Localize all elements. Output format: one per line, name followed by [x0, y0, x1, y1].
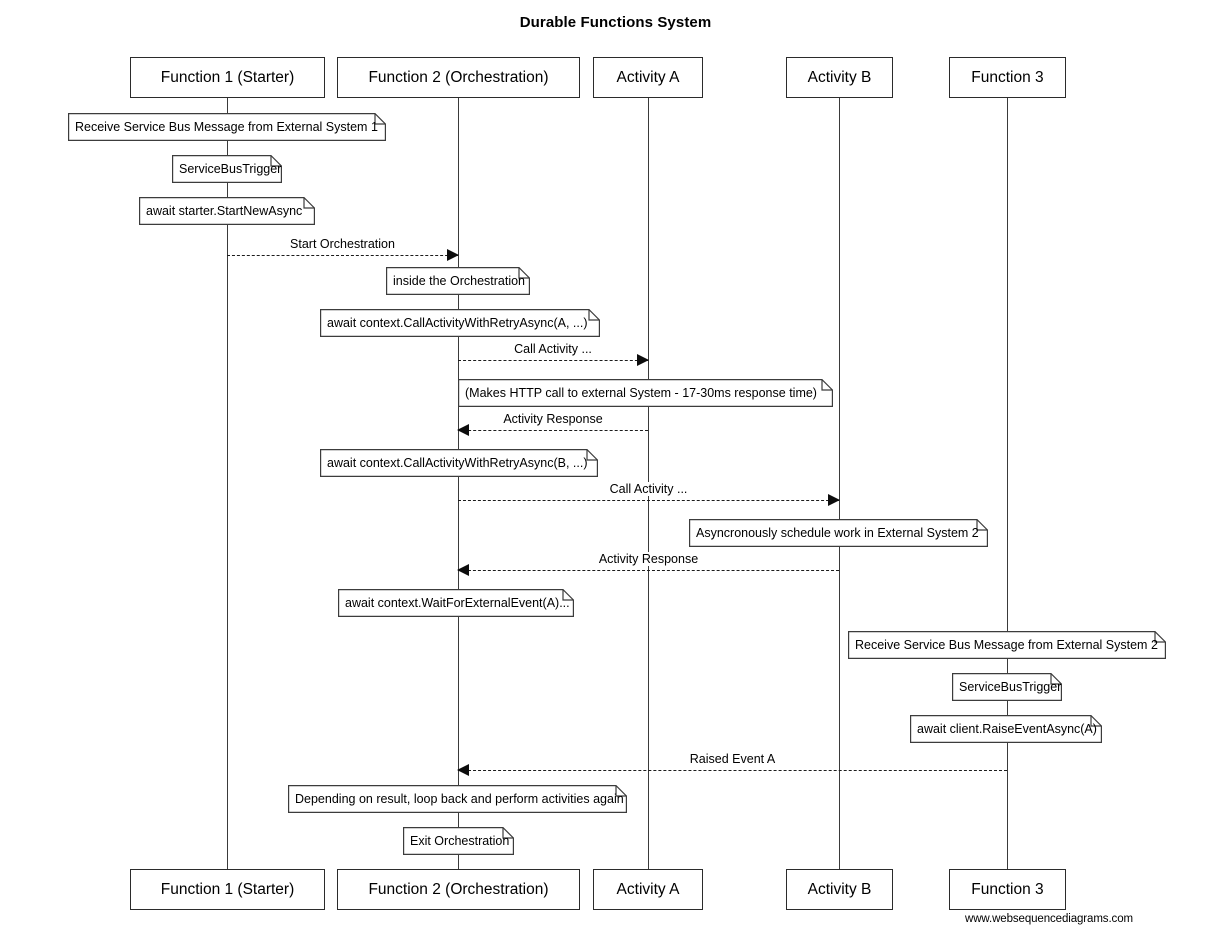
- message-label: Start Orchestration: [227, 237, 458, 251]
- note-shape: [68, 113, 386, 141]
- participant-top-function1[interactable]: Function 1 (Starter): [130, 57, 325, 98]
- msg-activity-b-response: Activity Response: [457, 552, 839, 576]
- note-text: Depending on result, loop back and perfo…: [295, 791, 624, 806]
- message-label-text: Activity Response: [594, 552, 703, 566]
- message-line: [227, 255, 458, 256]
- footer-credit: www.websequencediagrams.com: [965, 913, 1133, 925]
- participant-top-activityA[interactable]: Activity A: [593, 57, 703, 98]
- note-start-new-async: await starter.StartNewAsync: [139, 197, 315, 225]
- arrowhead-icon: [828, 494, 840, 506]
- message-line: [458, 500, 839, 501]
- note-shape: [320, 449, 598, 477]
- msg-start-orchestration: Start Orchestration: [227, 237, 459, 261]
- note-shape: [320, 309, 600, 337]
- message-label: Activity Response: [458, 552, 839, 566]
- msg-call-activity-b: Call Activity ...: [458, 482, 840, 506]
- note-text: await starter.StartNewAsync: [146, 203, 303, 218]
- participant-label: Activity B: [807, 68, 872, 86]
- note-shape: [952, 673, 1062, 701]
- note-receive-sb-2: Receive Service Bus Message from Externa…: [848, 631, 1166, 659]
- participant-label: Activity A: [616, 68, 680, 86]
- note-shape: [458, 379, 833, 407]
- note-call-activity-a: await context.CallActivityWithRetryAsync…: [320, 309, 600, 337]
- note-shape: [288, 785, 627, 813]
- message-label: Call Activity ...: [458, 342, 648, 356]
- note-receive-sb-1: Receive Service Bus Message from Externa…: [68, 113, 386, 141]
- note-shape: [403, 827, 514, 855]
- note-shape: [338, 589, 574, 617]
- note-text: await context.WaitForExternalEvent(A)...: [345, 595, 570, 610]
- participant-label: Function 1 (Starter): [160, 68, 295, 86]
- note-sbtrigger-2: ServiceBusTrigger: [952, 673, 1062, 701]
- note-text: await client.RaiseEventAsync(A): [917, 721, 1097, 736]
- msg-raised-event-a: Raised Event A: [457, 752, 1007, 776]
- participant-label: Function 2 (Orchestration): [368, 880, 549, 898]
- participant-label: Function 3: [971, 880, 1044, 898]
- participant-label: Function 3: [971, 68, 1044, 86]
- note-shape: [139, 197, 315, 225]
- lifeline-activityB: [839, 98, 840, 869]
- participant-label: Activity B: [807, 880, 872, 898]
- note-shape: [689, 519, 988, 547]
- participant-bottom-function1[interactable]: Function 1 (Starter): [130, 869, 325, 910]
- note-shape: [910, 715, 1102, 743]
- note-text: inside the Orchestration: [393, 273, 526, 288]
- page-title: Durable Functions System: [519, 14, 712, 31]
- participant-label: Function 2 (Orchestration): [368, 68, 549, 86]
- message-label-text: Call Activity ...: [510, 342, 596, 356]
- message-label-text: Activity Response: [499, 412, 607, 426]
- note-text: Receive Service Bus Message from Externa…: [75, 119, 378, 134]
- message-label-text: Raised Event A: [685, 752, 780, 766]
- note-call-activity-b: await context.CallActivityWithRetryAsync…: [320, 449, 598, 477]
- arrowhead-icon: [457, 564, 469, 576]
- message-label-text: Call Activity ...: [605, 482, 692, 496]
- message-line: [458, 430, 648, 431]
- message-label: Raised Event A: [458, 752, 1007, 766]
- arrowhead-icon: [447, 249, 459, 261]
- participant-top-function2[interactable]: Function 2 (Orchestration): [337, 57, 580, 98]
- lifeline-function2: [458, 98, 459, 869]
- participant-label: Function 1 (Starter): [160, 880, 295, 898]
- note-text: await context.CallActivityWithRetryAsync…: [327, 455, 588, 470]
- note-text: ServiceBusTrigger: [959, 679, 1062, 694]
- note-text: Exit Orchestration: [410, 833, 510, 848]
- participant-label: Activity A: [616, 880, 680, 898]
- note-text: ServiceBusTrigger: [179, 161, 282, 176]
- note-text: Receive Service Bus Message from Externa…: [855, 637, 1158, 652]
- participant-bottom-activityA[interactable]: Activity A: [593, 869, 703, 910]
- participant-bottom-function2[interactable]: Function 2 (Orchestration): [337, 869, 580, 910]
- message-label: Activity Response: [458, 412, 648, 426]
- message-label-text: Start Orchestration: [286, 237, 399, 251]
- msg-activity-a-response: Activity Response: [457, 412, 648, 436]
- note-inside-orch: inside the Orchestration: [386, 267, 530, 295]
- msg-call-activity-a: Call Activity ...: [458, 342, 649, 366]
- participant-top-activityB[interactable]: Activity B: [786, 57, 893, 98]
- note-shape: [386, 267, 530, 295]
- note-http-call: (Makes HTTP call to external System - 17…: [458, 379, 833, 407]
- arrowhead-icon: [457, 764, 469, 776]
- participant-bottom-function3[interactable]: Function 3: [949, 869, 1066, 910]
- note-exit-orch: Exit Orchestration: [403, 827, 514, 855]
- note-sbtrigger-1: ServiceBusTrigger: [172, 155, 282, 183]
- note-shape: [172, 155, 282, 183]
- note-shape: [848, 631, 1166, 659]
- note-wait-external: await context.WaitForExternalEvent(A)...: [338, 589, 574, 617]
- message-label: Call Activity ...: [458, 482, 839, 496]
- message-line: [458, 770, 1007, 771]
- note-raise-event: await client.RaiseEventAsync(A): [910, 715, 1102, 743]
- lifeline-function1: [227, 98, 228, 869]
- arrowhead-icon: [457, 424, 469, 436]
- participant-top-function3[interactable]: Function 3: [949, 57, 1066, 98]
- arrowhead-icon: [637, 354, 649, 366]
- message-line: [458, 570, 839, 571]
- note-text: Asyncronously schedule work in External …: [696, 525, 979, 540]
- lifeline-function3: [1007, 98, 1008, 869]
- note-async-schedule: Asyncronously schedule work in External …: [689, 519, 988, 547]
- note-loop-back: Depending on result, loop back and perfo…: [288, 785, 627, 813]
- note-text: (Makes HTTP call to external System - 17…: [465, 385, 817, 400]
- participant-bottom-activityB[interactable]: Activity B: [786, 869, 893, 910]
- note-text: await context.CallActivityWithRetryAsync…: [327, 315, 588, 330]
- message-line: [458, 360, 648, 361]
